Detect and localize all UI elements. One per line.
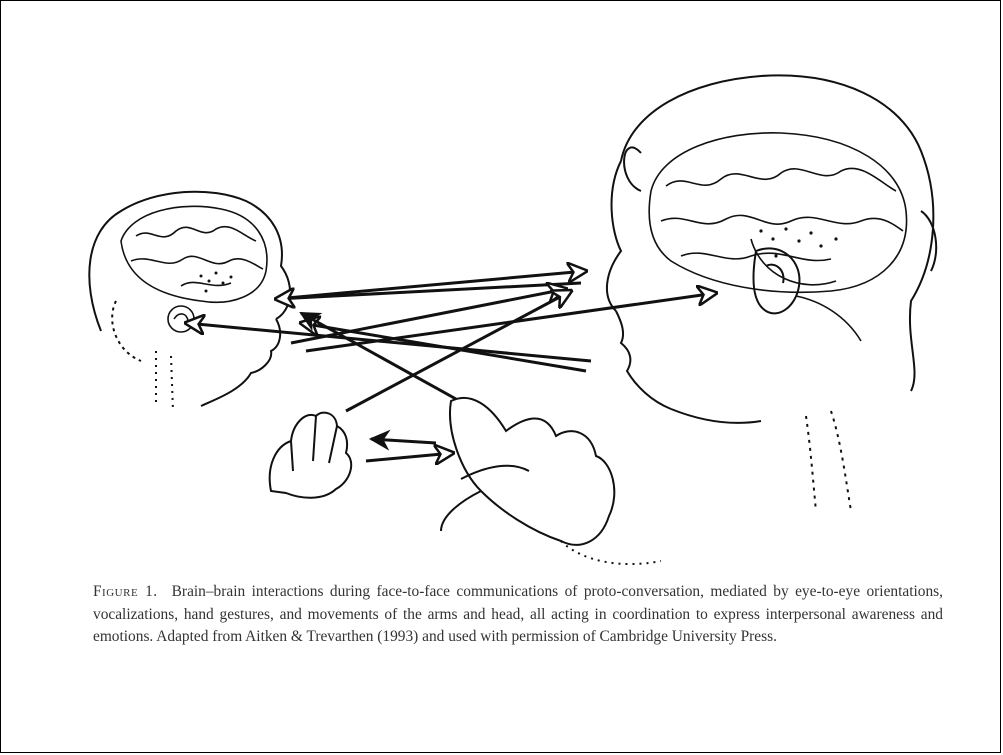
mother-brain bbox=[649, 133, 906, 341]
infant-hand bbox=[270, 413, 352, 498]
arrow-hand-left bbox=[371, 439, 436, 443]
arrow-hand-right bbox=[366, 453, 453, 461]
eye-to-eye-arrows bbox=[186, 271, 716, 411]
figure-caption-text: Brain–brain interactions during face-to-… bbox=[93, 583, 943, 645]
proto-conversation-illustration bbox=[61, 61, 961, 571]
infant-brain-stipple bbox=[200, 272, 233, 293]
figure-caption: Figure 1.Brain–brain interactions during… bbox=[93, 581, 943, 649]
infant-brain bbox=[121, 206, 267, 332]
figure-label: Figure 1. bbox=[93, 583, 158, 600]
infant-head bbox=[89, 192, 290, 411]
hand-gesture-arrows bbox=[366, 439, 453, 461]
mother-hand bbox=[441, 398, 661, 564]
mother-head bbox=[607, 75, 936, 511]
arrow-mother-to-infant-2 bbox=[186, 323, 591, 361]
